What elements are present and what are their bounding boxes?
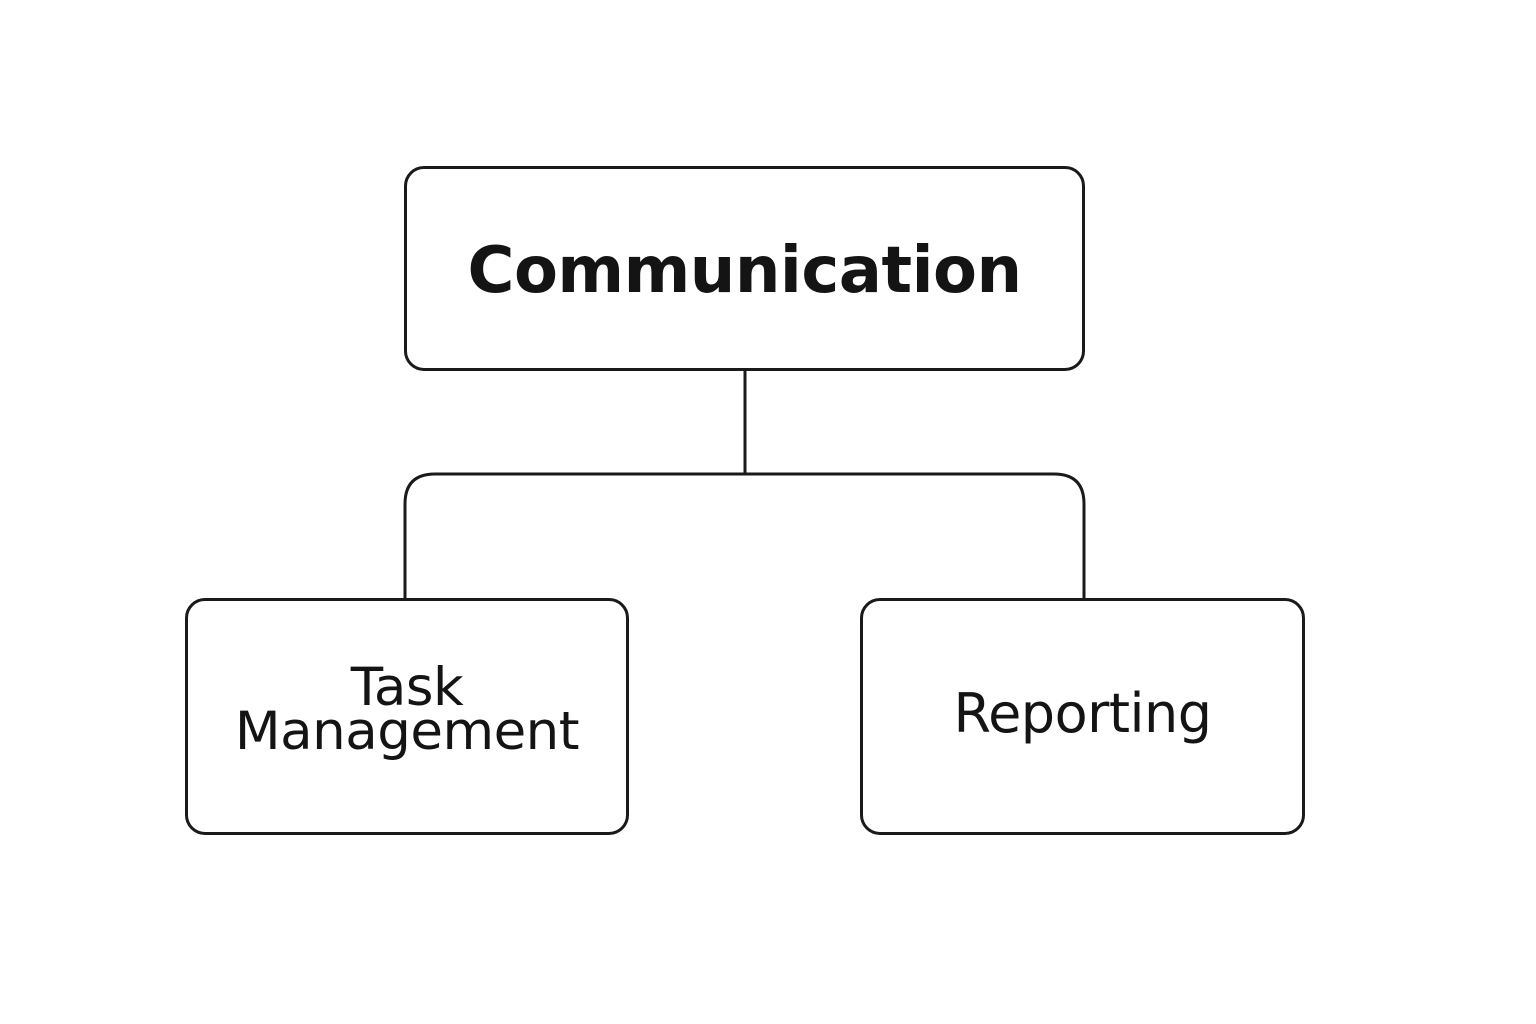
connector-branch: [403, 472, 1086, 598]
node-task-management-label-line2: Management: [234, 700, 580, 762]
node-reporting-label: Reporting: [953, 681, 1212, 745]
node-task-management: Task Management: [185, 598, 629, 835]
node-reporting: Reporting: [860, 598, 1305, 835]
node-task-management-label: Task Management: [234, 658, 580, 762]
node-communication: Communication: [404, 166, 1085, 371]
node-communication-label: Communication: [467, 233, 1022, 308]
node-task-management-label-line1: Task: [350, 656, 464, 718]
